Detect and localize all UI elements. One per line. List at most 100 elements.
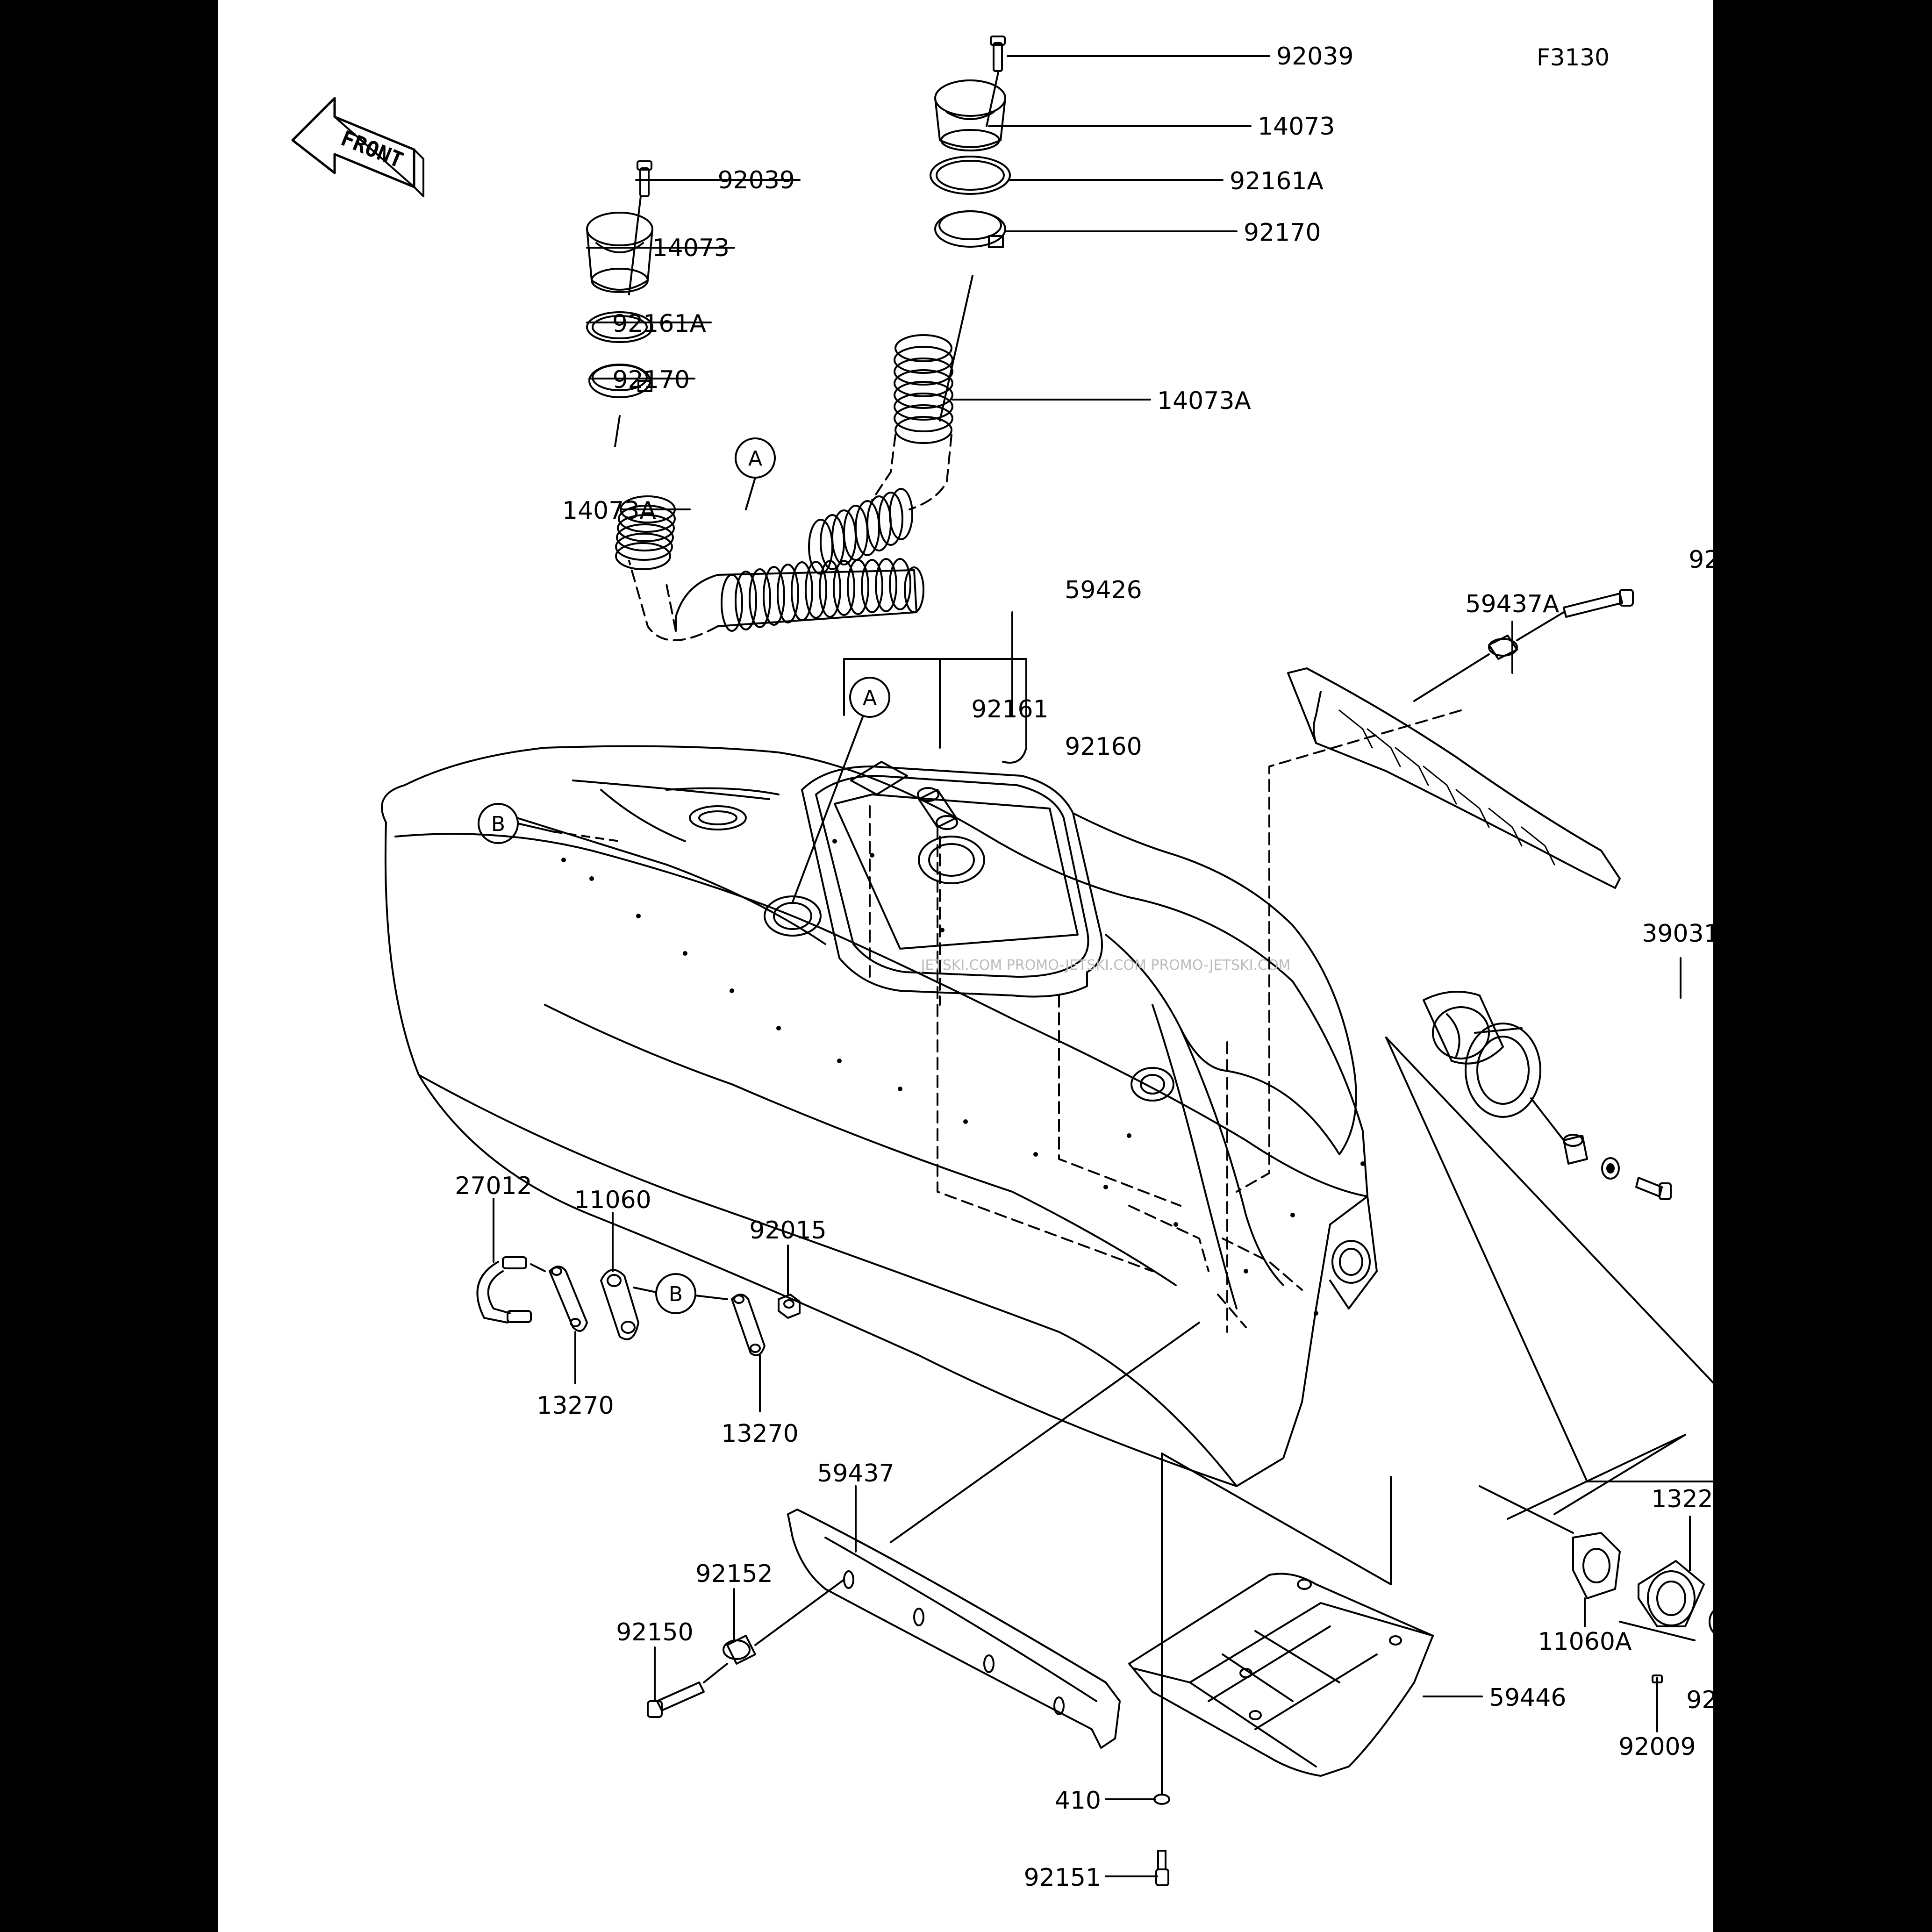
- left-parts-axis: [530, 1263, 546, 1272]
- circle-ref-a-upper: A: [735, 437, 776, 510]
- left-bolt-92039-icon: [637, 160, 652, 197]
- plate-13270-a-icon: [549, 1266, 588, 1332]
- label-13270-b: 13270: [721, 1420, 798, 1448]
- label-11060a: 11060A: [1538, 1628, 1632, 1656]
- label-410: 410: [1055, 1787, 1101, 1815]
- label-13270-a: 13270: [537, 1392, 614, 1420]
- intake-ring-13280-icon: [1465, 1023, 1541, 1118]
- bolt-92151-right-icon: [1635, 1177, 1672, 1200]
- label-92152-bottom: 92152: [695, 1560, 773, 1588]
- label-92151-bottom: 92151: [1024, 1864, 1101, 1892]
- label-14073a-left: 14073A: [562, 497, 656, 525]
- figure-code: F3130: [1537, 44, 1610, 71]
- diagram-sheet: F3130 FRONT: [218, 0, 1713, 1932]
- label-59437a: 59437A: [1466, 590, 1560, 618]
- sponson-59437a-icon: [1287, 667, 1621, 889]
- right-sponson-dashed: [1236, 709, 1462, 1193]
- intake-grate-39031-icon: [1423, 991, 1504, 1065]
- label-11060: 11060: [574, 1186, 651, 1214]
- label-92161: 92161: [971, 695, 1048, 723]
- right-bushing-92152-icon: [1488, 635, 1518, 660]
- screw-92009-icon: [1652, 1674, 1663, 1688]
- right-bolt-92150-icon: [1563, 589, 1634, 618]
- right-clamp-92170-icon: [934, 210, 1006, 248]
- label-14073-left: 14073: [652, 234, 730, 262]
- sponson-59437-icon: [787, 1509, 1121, 1749]
- labels: 92039 14073 92161A 92170 14073A 92039 14…: [455, 43, 1713, 1892]
- right-ring-inner-icon: [936, 160, 1005, 191]
- gasket-11060a-icon: [1572, 1532, 1621, 1599]
- intake-bracket-line-2: [1385, 1037, 1713, 1384]
- left-connector-line: [614, 415, 621, 447]
- label-14073a-right: 14073A: [1157, 387, 1251, 415]
- circle-ref-b-upper: B: [478, 803, 621, 844]
- right-ring-92161a-icon: [930, 156, 1011, 195]
- nut-92015-icon: [778, 1294, 801, 1319]
- right-connector-line: [939, 275, 973, 422]
- label-59437: 59437: [817, 1460, 894, 1488]
- bolt-92151-bottom-icon: [1155, 1850, 1169, 1886]
- label-27012: 27012: [455, 1172, 532, 1200]
- intake-axis: [1530, 1097, 1565, 1141]
- pump-bracket-top: [1507, 1434, 1686, 1520]
- washer-92022-icon: [1601, 1157, 1620, 1180]
- left-ring-92161a-icon: [586, 311, 653, 343]
- left-sponson-axis: [754, 1579, 845, 1646]
- washer-92022-hole: [1606, 1163, 1615, 1174]
- intake-bracket-line: [1385, 1037, 1713, 1482]
- left-duct-cap-14073-icon: [586, 195, 653, 295]
- right-sponson-axis: [1413, 653, 1490, 702]
- label-13227: 13227: [1651, 1485, 1713, 1513]
- sticker-92161-icon: [850, 761, 908, 795]
- parts-diagram: F3130 FRONT: [291, 36, 1713, 1892]
- spacer-92027-icon: [1563, 1134, 1588, 1165]
- label-92039-left: 92039: [718, 166, 795, 194]
- plate-13270-b-icon: [731, 1294, 766, 1356]
- pump-bracket-low: [1619, 1621, 1696, 1641]
- washer-410-icon: [1153, 1794, 1170, 1805]
- label-92161a-top: 92161A: [1230, 167, 1324, 195]
- right-duct-assembly: [808, 36, 1011, 575]
- label-14073-top: 14073: [1258, 113, 1335, 141]
- left-bushing-92152-icon: [723, 1635, 756, 1665]
- left-ring-inner-icon: [592, 315, 648, 339]
- left-bolt-92150-icon: [647, 1682, 705, 1718]
- hull-body: [381, 745, 1378, 1487]
- circle-ref-a-lower: A: [792, 677, 890, 903]
- ride-plate-bracket: [1161, 1453, 1392, 1585]
- right-bolt-axis: [1516, 611, 1565, 641]
- ride-plate-59446-icon: [1128, 1573, 1434, 1777]
- svg-text:B: B: [669, 1282, 683, 1306]
- right-bolt-92039-icon: [990, 36, 1006, 72]
- label-92093: 92093: [1686, 1686, 1713, 1714]
- label-92152-top: 92152: [1689, 546, 1713, 574]
- right-duct-cap-14073-icon: [934, 72, 1006, 151]
- u-bolt-27012-icon: [476, 1256, 532, 1324]
- label-92170-left: 92170: [613, 366, 690, 394]
- right-hose-14073a-icon: [808, 334, 953, 575]
- left-sponson-leader: [890, 1322, 1200, 1543]
- svg-text:A: A: [748, 447, 762, 471]
- gasket-92093-icon: [1709, 1610, 1713, 1634]
- circle-ref-b-lower: B: [633, 1273, 728, 1314]
- label-39031: 39031: [1642, 920, 1713, 948]
- pump-bracket-diag: [1553, 1434, 1686, 1515]
- label-92160: 92160: [1065, 733, 1142, 761]
- plug-92160-icon: [917, 787, 958, 830]
- cap-13227-icon: [1638, 1560, 1705, 1627]
- front-arrow-icon: FRONT: [291, 97, 424, 197]
- svg-text:A: A: [863, 686, 877, 710]
- sticker-bracket: [843, 611, 1027, 764]
- left-bolt-axis: [703, 1663, 728, 1683]
- label-92161a-left: 92161A: [612, 310, 706, 338]
- watermark: JETSKI.COM PROMO-JETSKI.COM PROMO-JETSKI…: [920, 957, 1291, 973]
- plate-11060-icon: [600, 1269, 639, 1340]
- label-92150-bottom: 92150: [616, 1618, 693, 1646]
- left-duct-assembly: [586, 160, 924, 641]
- label-92009: 92009: [1618, 1733, 1696, 1761]
- label-92015: 92015: [749, 1216, 826, 1245]
- svg-text:B: B: [491, 812, 505, 836]
- label-59426: 59426: [1065, 576, 1142, 604]
- label-92170-top: 92170: [1244, 219, 1321, 247]
- label-59446: 59446: [1489, 1684, 1566, 1712]
